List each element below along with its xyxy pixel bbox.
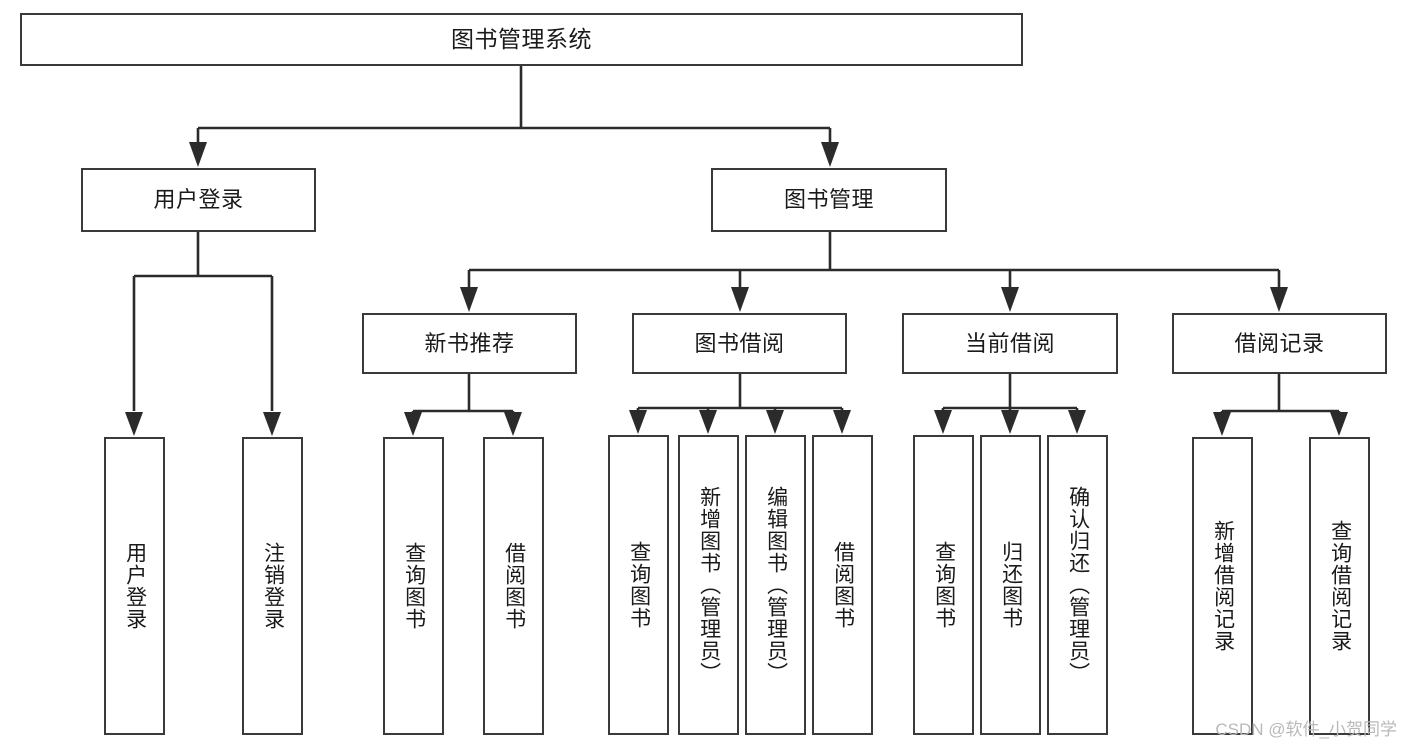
leaf-query-books-borrowing[interactable]: 查询图书 (608, 435, 669, 735)
node-label: 借阅图书 (502, 542, 526, 630)
node-label: 图书管理系统 (451, 26, 592, 53)
node-book-borrowing[interactable]: 图书借阅 (632, 313, 847, 374)
node-root-book-management-system[interactable]: 图书管理系统 (20, 13, 1023, 66)
node-label: 新书推荐 (424, 330, 515, 356)
node-label: 借阅图书 (831, 541, 855, 629)
node-label: 新增借阅记录 (1211, 520, 1235, 652)
node-label: 借阅记录 (1234, 330, 1325, 356)
node-current-borrowing[interactable]: 当前借阅 (902, 313, 1118, 374)
leaf-user-logout[interactable]: 注销登录 (242, 437, 303, 735)
node-label: 用户登录 (123, 542, 147, 630)
node-label: 归还图书 (999, 541, 1023, 629)
node-label: 确认归还（管理员） (1066, 486, 1090, 684)
leaf-confirm-return-admin[interactable]: 确认归还（管理员） (1047, 435, 1108, 735)
node-label: 注销登录 (261, 542, 285, 630)
node-label: 查询图书 (932, 541, 956, 629)
node-borrowing-records[interactable]: 借阅记录 (1172, 313, 1387, 374)
node-label: 用户登录 (153, 187, 244, 213)
leaf-add-borrow-record[interactable]: 新增借阅记录 (1192, 437, 1253, 735)
node-label: 查询图书 (402, 542, 426, 630)
leaf-query-borrow-record[interactable]: 查询借阅记录 (1309, 437, 1370, 735)
node-label: 当前借阅 (964, 330, 1055, 356)
leaf-borrow-books-recommendation[interactable]: 借阅图书 (483, 437, 544, 735)
leaf-borrow-books-borrowing[interactable]: 借阅图书 (812, 435, 873, 735)
node-user-login[interactable]: 用户登录 (81, 168, 316, 232)
node-label: 编辑图书（管理员） (764, 486, 788, 684)
leaf-add-book-admin[interactable]: 新增图书（管理员） (678, 435, 739, 735)
node-book-management[interactable]: 图书管理 (711, 168, 947, 232)
node-new-book-recommendation[interactable]: 新书推荐 (362, 313, 577, 374)
leaf-user-login[interactable]: 用户登录 (104, 437, 165, 735)
csdn-watermark: CSDN @软件_小贺同学 (1215, 720, 1397, 739)
node-label: 图书借阅 (694, 330, 785, 356)
leaf-edit-book-admin[interactable]: 编辑图书（管理员） (745, 435, 806, 735)
leaf-query-books-current[interactable]: 查询图书 (913, 435, 974, 735)
leaf-query-books-recommendation[interactable]: 查询图书 (383, 437, 444, 735)
node-label: 新增图书（管理员） (697, 486, 721, 684)
node-label: 查询图书 (627, 541, 651, 629)
node-label: 图书管理 (783, 187, 874, 213)
node-label: 查询借阅记录 (1328, 520, 1352, 652)
leaf-return-books[interactable]: 归还图书 (980, 435, 1041, 735)
